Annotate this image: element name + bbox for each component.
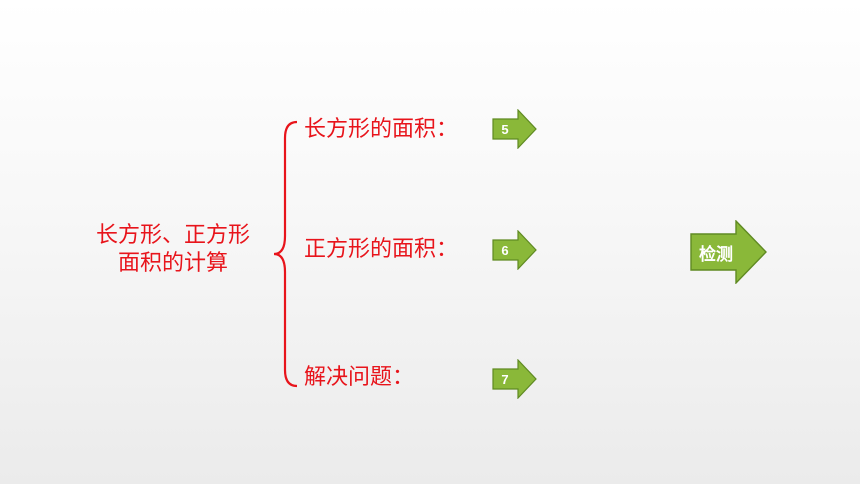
branch-problem-solving: 解决问题： [304, 365, 415, 390]
lesson-6-number: 6 [501, 242, 509, 258]
lesson-6-arrow-button[interactable]: 6 [492, 230, 538, 270]
check-label: 检测 [699, 244, 733, 265]
topic-title-line1: 长方形、正方形 [95, 223, 250, 248]
arrow-right-icon [492, 109, 537, 149]
lesson-7-number: 7 [501, 371, 509, 387]
lesson-5-arrow-button[interactable]: 5 [492, 109, 538, 149]
arrow-right-icon [492, 230, 537, 270]
check-arrow-button[interactable]: 检测 [690, 219, 768, 288]
arrow-right-icon [690, 219, 767, 285]
branch-rectangle-area: 长方形的面积： [304, 117, 459, 142]
branch-square-area: 正方形的面积： [304, 237, 459, 262]
topic-title-line2: 面积的计算 [117, 251, 228, 276]
arrow-right-icon [492, 359, 537, 399]
lesson-5-number: 5 [501, 121, 509, 137]
topic-title: 长方形、正方形 面积的计算 [78, 222, 268, 278]
curly-brace [273, 120, 298, 388]
lesson-7-arrow-button[interactable]: 7 [492, 359, 538, 399]
